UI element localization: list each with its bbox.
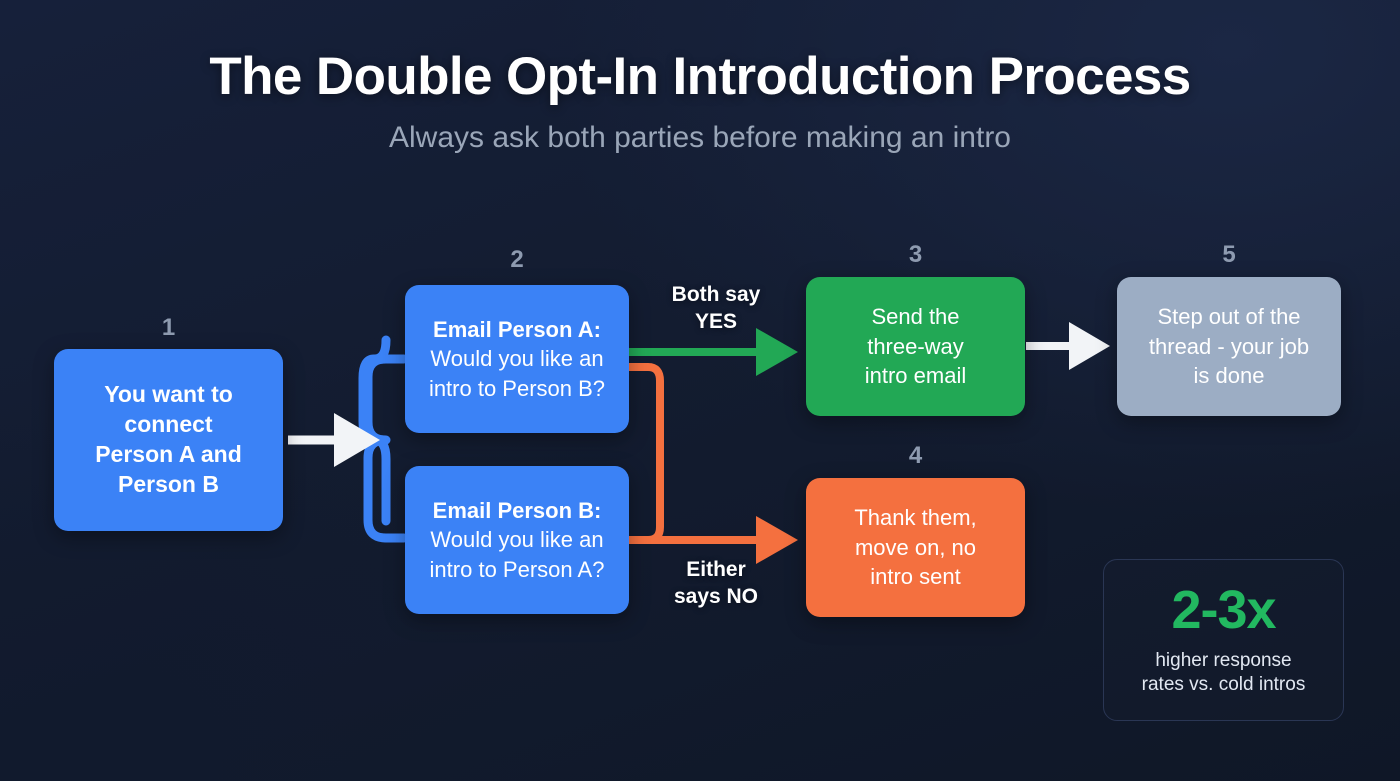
fork-bracket-blue	[358, 335, 391, 526]
node-line: intro to Person A?	[429, 556, 605, 582]
stat-callout: 2-3x higher response rates vs. cold intr…	[1103, 559, 1344, 721]
branch-label-yes-line1: Both say	[671, 283, 761, 306]
stat-caption-line1: higher response	[1155, 649, 1292, 671]
branch-label-yes: Both say YES	[640, 282, 792, 336]
node-line: Send the	[871, 303, 960, 329]
node-line-heading: Email Person A:	[433, 317, 601, 343]
node-line: Would you like an	[430, 346, 604, 372]
node-line: connect	[124, 411, 213, 438]
node-line: Person B	[118, 470, 219, 497]
node-line: move on, no	[854, 534, 977, 560]
page-subtitle: Always ask both parties before making an…	[389, 121, 1011, 155]
fork-bracket-blue-stem	[363, 354, 391, 543]
node-line: Would you like an	[430, 527, 604, 553]
arrow-head-start	[334, 413, 380, 467]
node-line: intro email	[864, 363, 967, 389]
node-line: is done	[1193, 363, 1265, 389]
node-line-heading: Email Person B:	[432, 498, 602, 524]
branch-label-no-line1: Either	[686, 558, 746, 581]
stat-caption-line2: rates vs. cold intros	[1141, 674, 1306, 695]
node-thank-them-no-intro[interactable]: Thank them, move on, no intro sent	[806, 478, 1025, 617]
node-line: intro to Person B?	[428, 375, 606, 401]
node-line: Person A and	[95, 441, 242, 467]
node-email-person-a[interactable]: Email Person A: Would you like an intro …	[405, 285, 629, 433]
node-line: three-way	[867, 333, 964, 359]
stat-value: 2-3x	[1171, 579, 1276, 640]
node-send-intro-email[interactable]: Send the three-way intro email	[806, 277, 1025, 416]
header: The Double Opt-In Introduction Process A…	[0, 48, 1400, 154]
node-line: intro sent	[870, 564, 961, 590]
branch-label-yes-line2: YES	[694, 309, 738, 333]
step-number-4: 4	[908, 442, 923, 469]
step-number-1: 1	[161, 314, 176, 341]
node-line: Step out of the	[1157, 303, 1301, 329]
node-you-want-to-connect[interactable]: You want to connect Person A and Person …	[54, 349, 283, 531]
branch-label-no: Either says NO	[640, 557, 792, 611]
node-step-out-of-thread[interactable]: Step out of the thread - your job is don…	[1117, 277, 1341, 416]
no-path-hook-from-2a	[625, 363, 664, 544]
arrow-head-final	[1069, 322, 1110, 370]
step-number-3: 3	[908, 241, 923, 268]
node-line: You want to	[104, 381, 233, 408]
node-line: Thank them,	[854, 504, 977, 530]
node-line: thread - your job	[1148, 333, 1310, 359]
step-number-5: 5	[1222, 241, 1236, 268]
branch-label-no-line2: says NO	[673, 584, 759, 608]
node-email-person-b[interactable]: Email Person B: Would you like an intro …	[405, 466, 629, 614]
step-number-2: 2	[510, 246, 524, 273]
page-title: The Double Opt-In Introduction Process	[209, 47, 1191, 106]
stat-caption: higher response rates vs. cold intros	[1142, 649, 1306, 698]
